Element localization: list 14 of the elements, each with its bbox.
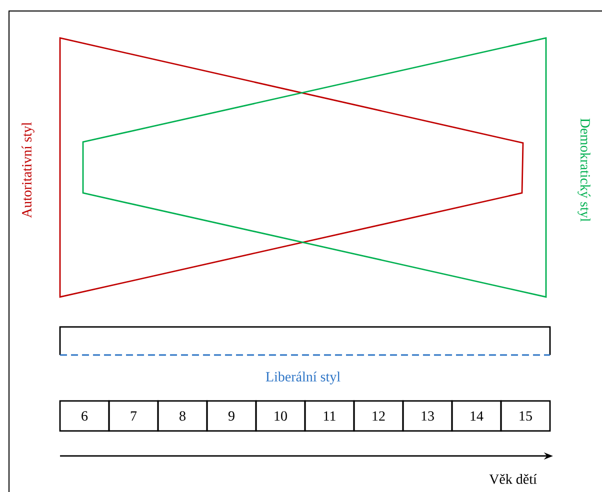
table-cell: 12 [353,400,404,432]
table-cell: 11 [304,400,355,432]
table-cell: 7 [108,400,159,432]
table-cell: 9 [206,400,257,432]
table-cell: 8 [157,400,208,432]
table-cell: 10 [255,400,306,432]
style-label: Liberální styl [266,372,340,384]
axis-label: Věk dětí [489,474,537,484]
table-cell: 14 [451,400,502,432]
style-label: Autoritativní styl [22,122,34,218]
style-label: Demokratický styl [578,118,590,222]
table-cell: 15 [500,400,551,432]
table-cell: 13 [402,400,453,432]
table-cell: 6 [59,400,110,432]
